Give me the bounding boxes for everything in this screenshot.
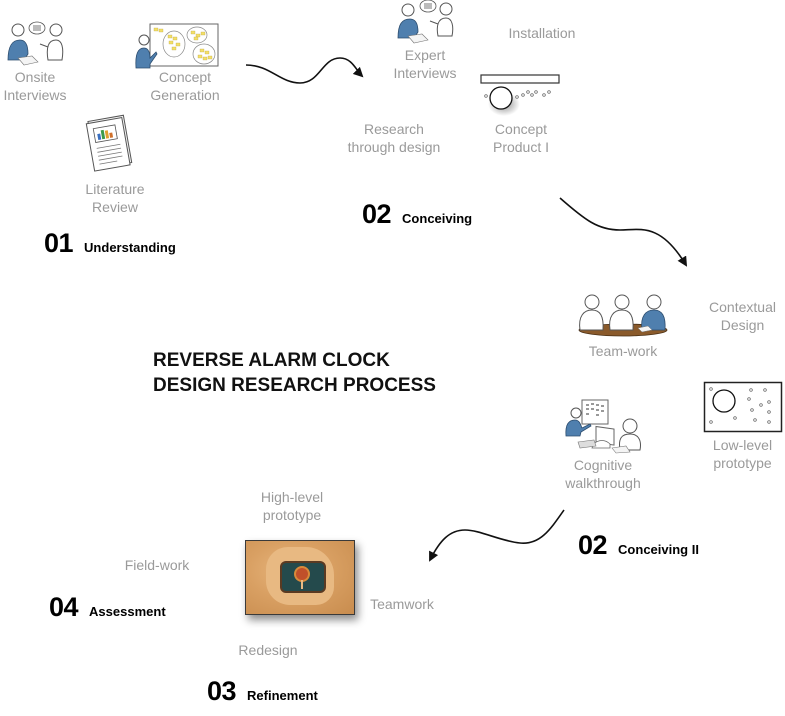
concept-product-icon xyxy=(480,74,560,116)
team-table-icon xyxy=(578,294,668,337)
concept-generation-label: Concept Generation xyxy=(150,69,220,103)
expert-interviews-icon xyxy=(397,0,454,44)
stage-number: 02 xyxy=(578,530,608,560)
stage-name: Conceiving xyxy=(402,211,473,226)
onsite-interviews-icon xyxy=(7,21,64,66)
stage-name: Assessment xyxy=(89,604,166,619)
literature-review-label: Literature Review xyxy=(85,181,145,215)
title-line-1: REVERSE ALARM CLOCK xyxy=(153,350,390,371)
title-line-2: DESIGN RESEARCH PROCESS xyxy=(153,375,436,396)
stage-03-refinement: 03 Refinement xyxy=(207,676,318,707)
literature-review-icon xyxy=(85,114,133,172)
cognitive-walkthrough-icon xyxy=(565,399,641,454)
onsite-interviews-label: Onsite Interviews xyxy=(3,69,67,103)
arrow-conceiving-ii-to-refinement xyxy=(429,509,565,562)
stage-number: 01 xyxy=(44,228,74,258)
contextual-design-label: Contextual Design xyxy=(709,299,776,333)
field-work-label: Field-work xyxy=(124,557,190,573)
expert-interviews-label: Expert Interviews xyxy=(393,47,457,81)
concept-product-label: Concept Product I xyxy=(492,121,550,155)
high-level-prototype-photo xyxy=(245,540,355,615)
diagram-title: REVERSE ALARM CLOCK DESIGN RESEARCH PROC… xyxy=(153,348,436,398)
arrow-conceiving-to-conceiving-ii xyxy=(559,197,688,267)
stage-number: 04 xyxy=(49,592,79,622)
team-work-label: Team-work xyxy=(588,343,658,359)
cognitive-walkthrough-label: Cognitive walkthrough xyxy=(565,457,641,491)
stage-01-understanding: 01 Understanding xyxy=(44,228,176,259)
stage-name: Conceiving II xyxy=(618,542,699,557)
stage-number: 02 xyxy=(362,199,392,229)
stage-02-conceiving-ii: 02 Conceiving II xyxy=(578,530,699,561)
stage-04-assessment: 04 Assessment xyxy=(49,592,166,623)
arrow-understanding-to-conceiving xyxy=(245,57,364,84)
installation-label: Installation xyxy=(508,25,576,41)
research-through-design-label: Research through design xyxy=(347,121,441,155)
stage-02-conceiving: 02 Conceiving xyxy=(362,199,472,230)
redesign-label: Redesign xyxy=(238,642,298,658)
stage-name: Understanding xyxy=(84,240,176,255)
concept-generation-icon xyxy=(135,23,219,69)
low-level-prototype-label: Low-level prototype xyxy=(712,437,773,471)
sun-icon xyxy=(296,568,308,580)
high-level-prototype-label: High-level prototype xyxy=(260,489,324,523)
teamwork-label: Teamwork xyxy=(370,596,434,612)
stage-name: Refinement xyxy=(247,688,318,703)
clock-screen xyxy=(280,561,326,593)
low-level-prototype-icon xyxy=(703,381,783,433)
stage-number: 03 xyxy=(207,676,237,706)
